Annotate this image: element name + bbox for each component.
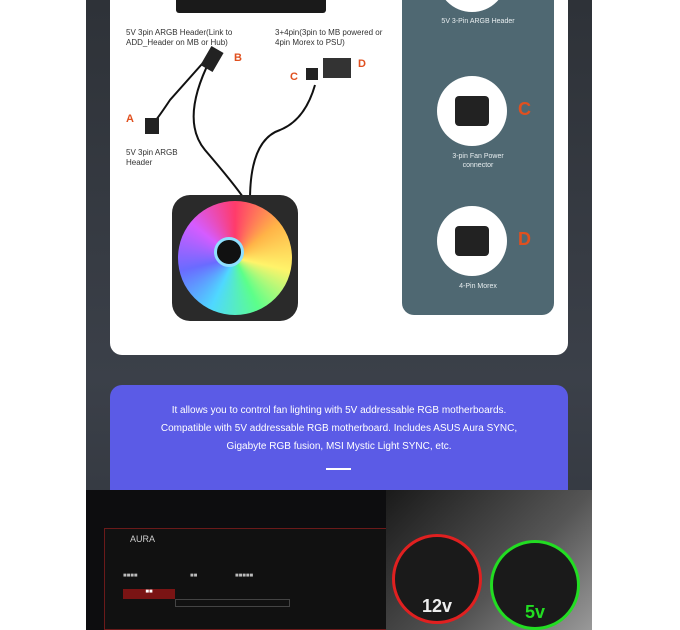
divider (326, 468, 351, 470)
panel-caption: 5V 3-Pin ARGB Header (441, 18, 515, 25)
5v-header-circle: 5v (490, 540, 580, 630)
dropdown (175, 599, 290, 607)
software-photo: AURA ■■■■■■■■■■■ ■■ 12v 5v (86, 490, 592, 630)
panel-marker-d: D (518, 229, 531, 249)
panel-caption: 4-Pin Morex (459, 283, 497, 290)
12v-header-circle: 12v (392, 534, 482, 624)
fan-power-connector-image (437, 76, 507, 146)
motherboard-image (176, 0, 326, 13)
molex-connector-image (437, 206, 507, 276)
label-cd-text: 3+4pin(3pin to MB powered or 4pin Morex … (275, 28, 383, 47)
argb-connector-image (437, 0, 507, 12)
rgb-fan-image (172, 195, 298, 321)
label-b-text: 5V 3pin ARGB Header(Link to ADD_Header o… (126, 28, 233, 47)
info-line: Compatible with 5V addressable RGB mothe… (160, 423, 518, 434)
panel-caption: 3-pin Fan Power connector (452, 153, 504, 169)
marker-a: A (126, 113, 134, 125)
cable-drawing (145, 45, 351, 201)
info-line: It allows you to control fan lighting wi… (171, 405, 507, 416)
panel-marker-c: C (518, 99, 531, 119)
marker-c: C (290, 71, 298, 83)
marker-b: B (234, 52, 242, 64)
menu-item: ■■ (123, 589, 175, 599)
connector-panel: 5V 3-Pin ARGB Header C 3-pin Fan Power c… (402, 0, 554, 315)
info-line: Gigabyte RGB fusion, MSI Mystic Light SY… (226, 441, 452, 452)
app-logo: AURA (130, 534, 156, 544)
info-box: It allows you to control fan lighting wi… (110, 385, 568, 490)
marker-d: D (358, 58, 366, 70)
aura-app-screenshot: AURA ■■■■■■■■■■■ ■■ (104, 528, 390, 630)
label-a-text: 5V 3pin ARGB Header (126, 148, 178, 167)
